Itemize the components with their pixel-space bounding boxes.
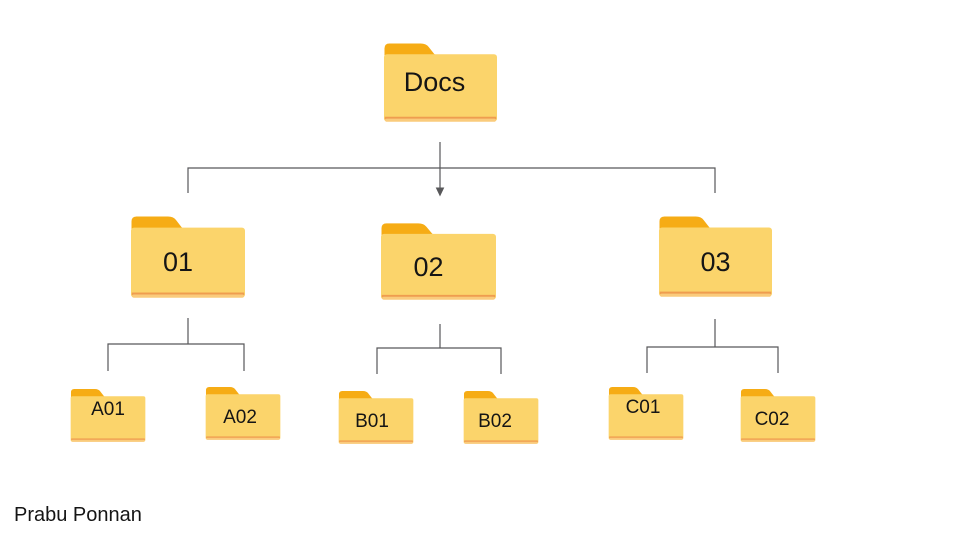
folder-node-02[interactable]: 02	[380, 222, 497, 300]
folder-label: B01	[355, 410, 389, 432]
folder-node-03[interactable]: 03	[658, 215, 773, 297]
connector-02-to-children	[376, 324, 502, 374]
folder-node-01[interactable]: 01	[130, 215, 246, 298]
folder-node-a01[interactable]: A01	[70, 388, 146, 442]
folder-label: C01	[625, 396, 661, 418]
folder-node-b01[interactable]: B01	[338, 390, 414, 444]
folder-label: 03	[700, 246, 731, 277]
folder-label: A02	[223, 406, 257, 428]
folder-label: 01	[162, 247, 194, 277]
author-credit: Prabu Ponnan	[14, 504, 142, 526]
folder-node-c02[interactable]: C02	[740, 388, 816, 442]
connector-03-to-children	[646, 319, 779, 373]
connector-01-to-children	[107, 318, 245, 371]
folder-label: B02	[478, 410, 512, 432]
folder-node-c01[interactable]: C01	[608, 386, 684, 440]
folder-label: C02	[754, 408, 790, 430]
folder-label: Docs	[403, 66, 466, 97]
folder-node-a02[interactable]: A02	[205, 386, 281, 440]
connector-root-to-children	[187, 142, 716, 193]
arrowhead-down-icon	[435, 187, 445, 197]
folder-node-docs[interactable]: Docs	[383, 42, 498, 122]
folder-label: A01	[91, 398, 125, 420]
folder-label: 02	[413, 251, 444, 282]
folder-node-b02[interactable]: B02	[463, 390, 539, 444]
